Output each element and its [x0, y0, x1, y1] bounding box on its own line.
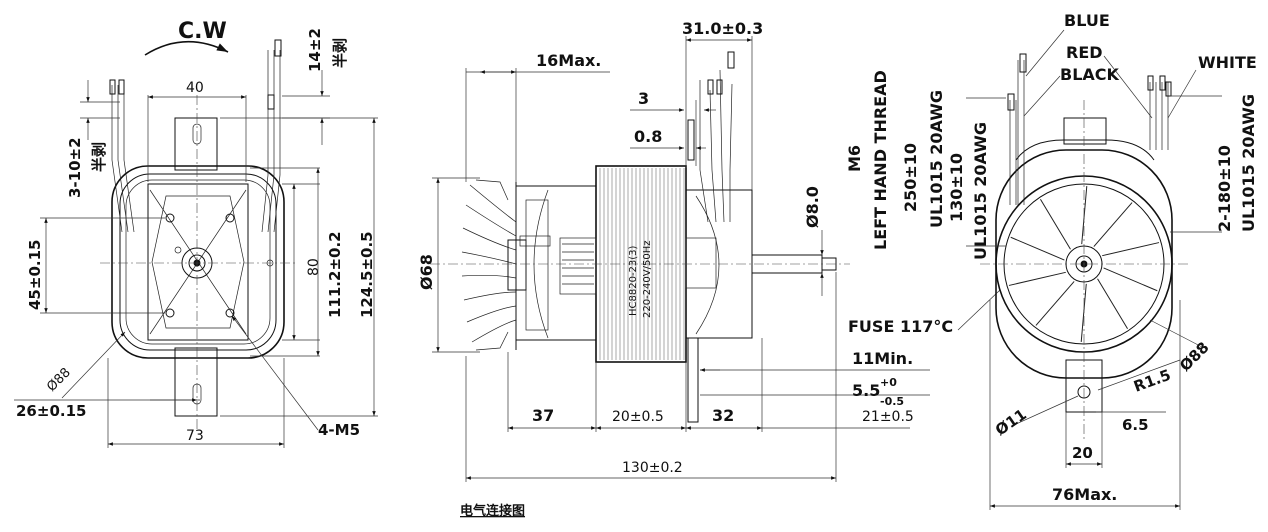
stator-marking-1: HC8820-23(3): [628, 245, 639, 316]
front-wires: [109, 39, 282, 233]
screw-holes: [165, 213, 274, 318]
mounting-tab-bottom: [174, 347, 218, 417]
dim-20-rear: 20: [1072, 444, 1093, 462]
side-bracket-left: [515, 185, 597, 341]
side-view: HC8820-23(3) 220-240V/50Hz 31.0±0.3 16Ma…: [417, 19, 1001, 482]
dim-3-10: 3-10±2: [66, 137, 84, 198]
dim-73: 73: [186, 428, 204, 444]
strip-label-left: 半剥: [90, 142, 108, 172]
spec-ul-3: UL1015 20AWG: [1239, 94, 1258, 232]
stator-marking-2: 220-240V/50Hz: [642, 241, 653, 319]
dim-130: 130±0.2: [622, 460, 683, 476]
dim-68: Ø68: [417, 254, 436, 290]
dim-55: 5.5: [852, 381, 880, 400]
front-view: C.W 40 14±2 半剥: [14, 19, 378, 448]
dim-26: 26±0.15: [16, 402, 86, 420]
rotation-arrow-icon: [144, 40, 229, 56]
dim-111: 111.2±0.2: [326, 231, 344, 318]
fuse-label: FUSE 117°C: [848, 317, 953, 336]
wire-blue: BLUE: [1064, 11, 1110, 30]
dim-76max: 76Max.: [1052, 485, 1117, 504]
front-housing: [111, 165, 285, 359]
wire-black: BLACK: [1060, 65, 1120, 84]
caption: 电气连接图: [460, 503, 525, 519]
dim-40: 40: [186, 80, 204, 96]
rotation-label: C.W: [178, 19, 227, 44]
spec-ul-2: UL1015 20AWG: [971, 122, 990, 260]
strip-label-top: 半剥: [331, 38, 349, 68]
dim-11min: 11Min.: [852, 349, 913, 368]
dim-32: 32: [712, 406, 734, 425]
wire-red: RED: [1066, 43, 1103, 62]
dim-55-upper: +0: [880, 376, 897, 389]
dim-65: 6.5: [1122, 416, 1149, 434]
rear-view: BLUE RED BLACK WHITE 250±10 UL1015 20AWG…: [901, 11, 1258, 510]
thread-label: LEFT HAND THREAD: [871, 70, 890, 250]
spec-130: 130±10: [947, 153, 966, 222]
dim-21: 21±0.5: [862, 409, 914, 425]
dim-11: Ø11: [992, 405, 1030, 439]
dim-80: 80: [306, 258, 322, 276]
dim-14: 14±2: [306, 28, 324, 72]
thread-m6: M6: [845, 145, 864, 172]
spec-250: 250±10: [901, 143, 920, 212]
wire-white: WHITE: [1198, 53, 1257, 72]
dim-31: 31.0±0.3: [682, 19, 763, 38]
spec-ul-1: UL1015 20AWG: [927, 90, 946, 228]
dim-16max: 16Max.: [536, 51, 601, 70]
dim-r15: R1.5: [1131, 366, 1173, 396]
dim-shaft-8: Ø8.0: [803, 186, 822, 228]
dim-45: 45±0.15: [26, 240, 44, 310]
mounting-tab-top: [174, 117, 218, 171]
dim-4m5: 4-M5: [318, 421, 360, 439]
dim-88-rear: Ø88: [1176, 338, 1213, 375]
dim-08: 0.8: [634, 127, 662, 146]
dim-55-lower: -0.5: [880, 395, 904, 408]
rear-wires: [1007, 53, 1172, 205]
dim-124: 124.5±0.5: [358, 231, 376, 318]
spec-2-180: 2-180±10: [1215, 145, 1234, 232]
front-frame: [147, 183, 249, 341]
dim-20-side: 20±0.5: [612, 409, 664, 425]
dim-3: 3: [638, 89, 649, 108]
dim-37: 37: [532, 406, 554, 425]
